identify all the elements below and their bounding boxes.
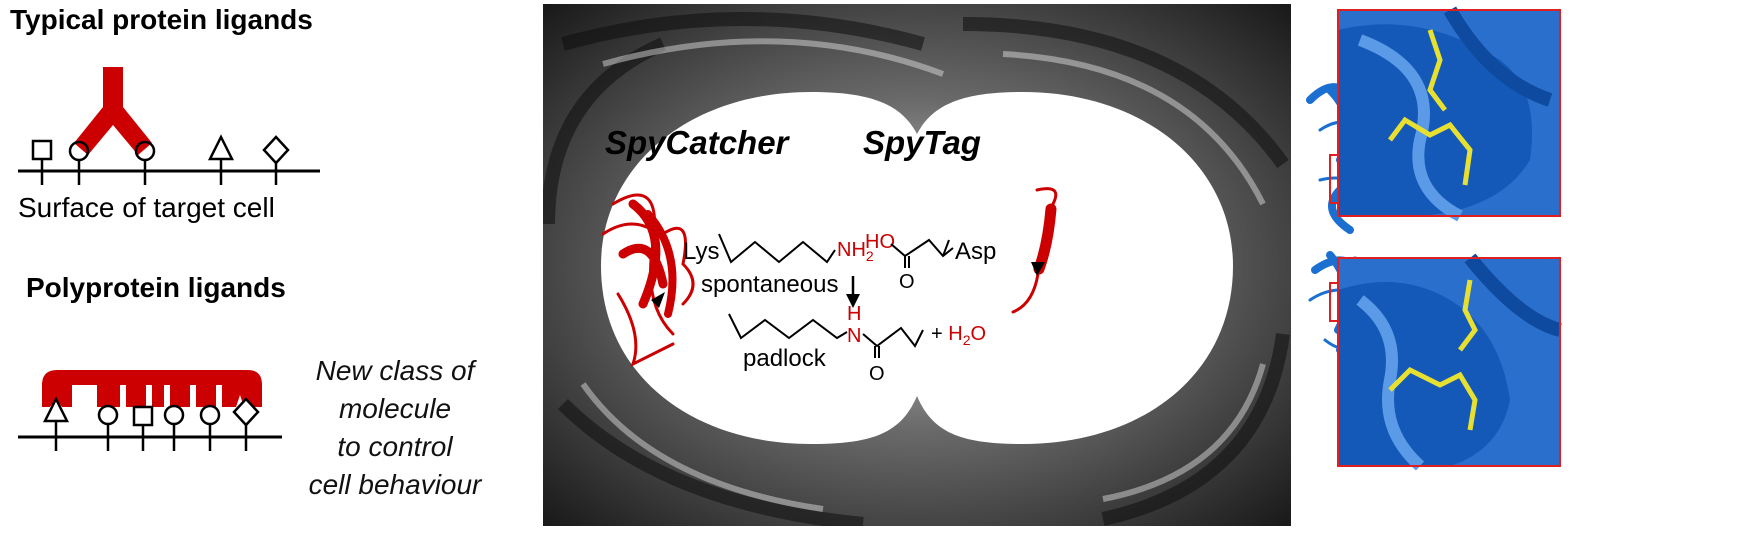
triangle-receptor bbox=[42, 396, 70, 451]
asp-chain-bonds bbox=[890, 238, 954, 258]
spycatcher-spytag-panel: SpyCatcher SpyTag Lys NH2 HO O bbox=[541, 4, 1291, 531]
note-line: molecule bbox=[338, 393, 452, 424]
spycatcher-label: SpyCatcher bbox=[605, 124, 791, 161]
circle-receptor bbox=[163, 404, 185, 451]
lys-chain-bonds bbox=[718, 233, 836, 264]
note-line: New class of bbox=[315, 355, 475, 386]
triangle-receptor bbox=[207, 134, 235, 185]
surface-label: Surface of target cell bbox=[18, 192, 275, 223]
water-product: + H2O bbox=[931, 323, 986, 348]
product-o-label: O bbox=[869, 363, 885, 385]
padlock-label: padlock bbox=[743, 345, 827, 372]
product-h-label: H bbox=[847, 303, 861, 325]
spycatcher-lysine-mark bbox=[651, 292, 665, 308]
note-line: to control bbox=[337, 431, 453, 462]
circle-receptor bbox=[134, 140, 156, 185]
zoom-panel-lower bbox=[1337, 253, 1562, 471]
product-amide-bonds bbox=[862, 326, 924, 348]
polyprotein-ligands-title: Polyprotein ligands bbox=[26, 272, 286, 303]
polyprotein-note: New class of molecule to control cell be… bbox=[290, 352, 500, 504]
note-line: cell behaviour bbox=[308, 469, 482, 500]
diamond-receptor bbox=[262, 135, 290, 185]
square-receptor bbox=[132, 405, 154, 451]
swirl-highlights bbox=[580, 38, 1266, 512]
reaction-arrow-head bbox=[846, 294, 860, 308]
structure-illustration bbox=[1306, 6, 1562, 471]
circle-receptor bbox=[97, 404, 119, 451]
ho-label: HO bbox=[865, 231, 895, 253]
asp-label: Asp bbox=[955, 238, 996, 265]
product-n-label: N bbox=[847, 325, 861, 347]
crystal-structure-panel bbox=[1300, 0, 1754, 531]
spy-reaction-illustration: SpyCatcher SpyTag Lys NH2 HO O bbox=[541, 4, 1291, 531]
red-y-ligand bbox=[74, 67, 152, 155]
lys-label: Lys bbox=[683, 238, 719, 265]
spytag-aspartate-mark bbox=[1031, 262, 1045, 276]
zoom-panel-upper bbox=[1337, 6, 1561, 222]
asp-attachment-bond bbox=[942, 239, 950, 257]
nh2-label: NH2 bbox=[837, 239, 874, 264]
swirl-streaks bbox=[541, 12, 1290, 531]
diamond-receptor bbox=[232, 397, 260, 451]
polyprotein-ligands-diagram bbox=[18, 370, 282, 451]
spycatcher-ribbon bbox=[601, 193, 695, 367]
typical-ligands-title: Typical protein ligands bbox=[10, 4, 313, 35]
ligand-comparison-panel: Typical protein ligands S bbox=[0, 0, 540, 531]
white-lobed-window bbox=[601, 92, 1233, 444]
circle-receptor bbox=[68, 140, 90, 185]
spytag-label: SpyTag bbox=[863, 124, 981, 161]
circle-receptor bbox=[199, 404, 221, 451]
typical-ligands-diagram bbox=[18, 67, 320, 185]
asp-o-label: O bbox=[899, 271, 915, 293]
product-chain-bonds bbox=[728, 313, 848, 340]
red-polyprotein-ligand bbox=[42, 370, 262, 407]
spontaneous-label: spontaneous bbox=[701, 271, 838, 298]
square-receptor bbox=[31, 139, 53, 185]
